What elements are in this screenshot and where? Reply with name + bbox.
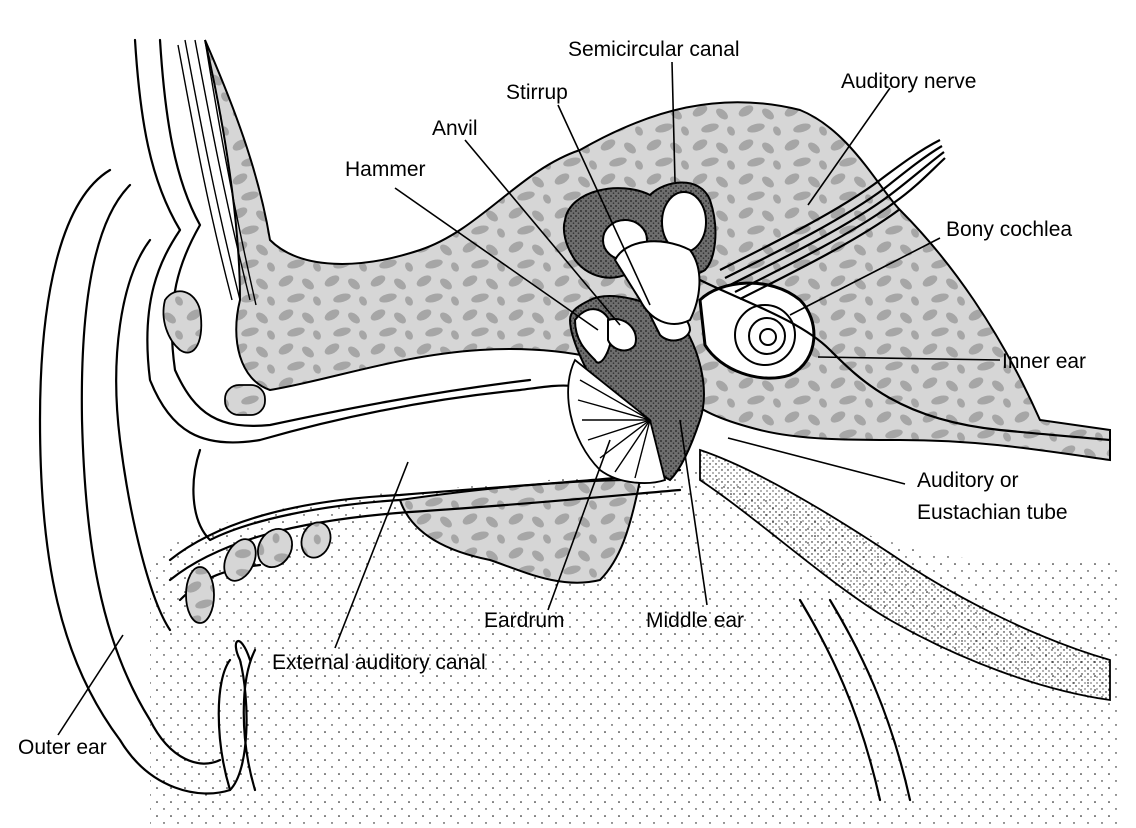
label-eardrum: Eardrum bbox=[484, 609, 565, 633]
label-middle-ear: Middle ear bbox=[646, 609, 744, 633]
label-auditory-nerve: Auditory nerve bbox=[841, 70, 976, 94]
label-outer-ear: Outer ear bbox=[18, 736, 107, 760]
label-anvil: Anvil bbox=[432, 117, 478, 141]
label-bony-cochlea: Bony cochlea bbox=[946, 218, 1072, 242]
label-external-auditory-canal: External auditory canal bbox=[272, 651, 486, 675]
label-hammer: Hammer bbox=[345, 158, 426, 182]
label-semicircular-canal: Semicircular canal bbox=[568, 38, 740, 62]
label-auditory-tube-line2: Eustachian tube bbox=[917, 501, 1068, 525]
label-auditory-tube-line1: Auditory or bbox=[917, 469, 1019, 493]
label-inner-ear: Inner ear bbox=[1002, 350, 1086, 374]
label-stirrup: Stirrup bbox=[506, 81, 568, 105]
